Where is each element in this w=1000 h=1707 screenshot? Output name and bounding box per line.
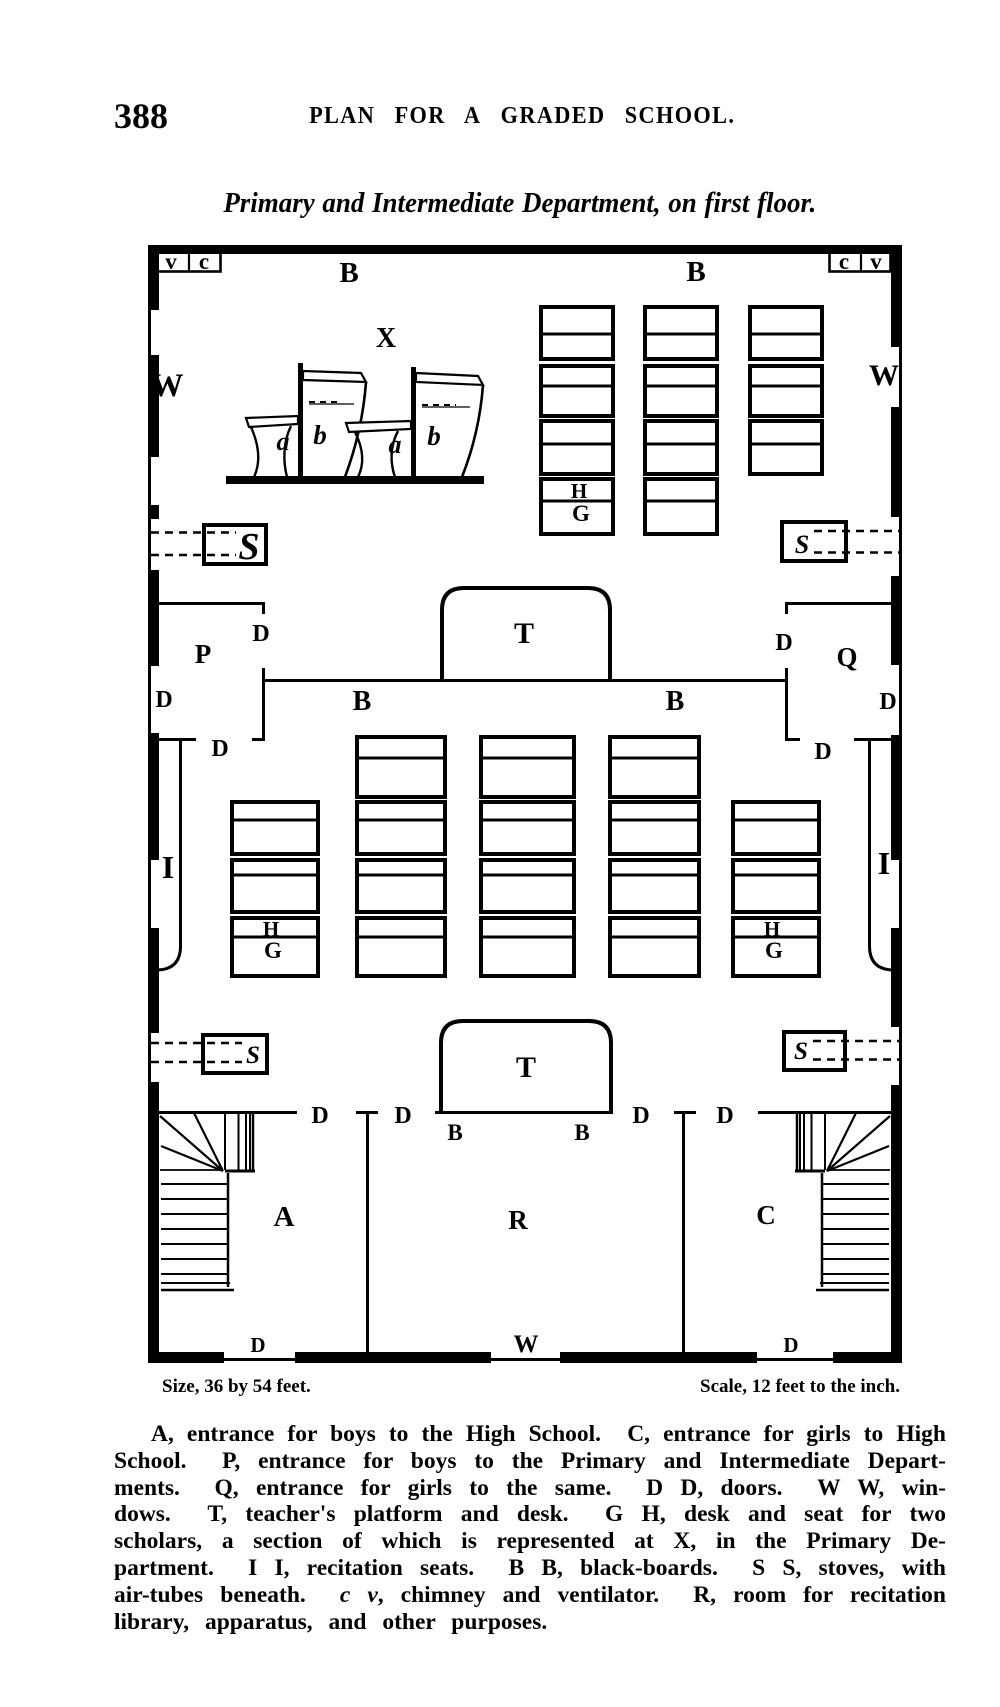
svg-text:D: D (211, 736, 228, 762)
svg-text:T: T (514, 617, 534, 650)
svg-text:C: C (756, 1200, 776, 1230)
svg-text:Q: Q (836, 642, 857, 672)
svg-text:T: T (516, 1051, 536, 1084)
svg-text:W: W (151, 368, 184, 404)
svg-text:I: I (878, 845, 890, 881)
svg-text:B: B (339, 257, 358, 289)
svg-text:I: I (162, 849, 174, 885)
svg-text:v: v (870, 249, 882, 274)
svg-text:c: c (199, 249, 209, 274)
svg-text:D: D (879, 689, 896, 715)
svg-text:B: B (447, 1120, 462, 1145)
svg-text:D: D (775, 630, 792, 656)
svg-text:G: G (765, 938, 783, 963)
svg-text:c: c (839, 249, 849, 274)
svg-text:H: H (571, 479, 587, 503)
svg-text:D: D (155, 687, 172, 713)
svg-text:P: P (195, 639, 212, 669)
svg-text:B: B (666, 686, 685, 717)
svg-text:S: S (246, 1042, 260, 1069)
svg-text:Size, 36 by 54 feet.: Size, 36 by 54 feet. (162, 1376, 311, 1397)
svg-text:R: R (508, 1205, 528, 1235)
svg-text:D: D (394, 1103, 411, 1129)
svg-text:S: S (238, 526, 259, 568)
svg-text:W: W (514, 1331, 539, 1358)
svg-text:D: D (783, 1333, 798, 1357)
svg-text:D: D (250, 1333, 265, 1357)
svg-text:B: B (353, 686, 372, 717)
svg-text:a: a (389, 430, 402, 459)
svg-text:b: b (427, 421, 441, 451)
svg-text:B: B (574, 1120, 589, 1145)
svg-text:D: D (814, 739, 831, 765)
svg-text:W: W (869, 359, 899, 392)
svg-text:v: v (165, 249, 177, 274)
svg-text:D: D (632, 1103, 649, 1129)
svg-text:A: A (274, 1201, 295, 1233)
svg-text:G: G (572, 501, 590, 526)
svg-text:S: S (795, 530, 809, 559)
svg-text:D: D (311, 1103, 328, 1129)
svg-text:X: X (376, 323, 396, 354)
svg-text:b: b (313, 420, 327, 450)
svg-text:D: D (252, 621, 269, 647)
svg-text:D: D (716, 1103, 733, 1129)
svg-text:S: S (794, 1038, 808, 1065)
svg-text:G: G (264, 938, 282, 963)
svg-text:a: a (277, 427, 290, 456)
svg-text:H: H (764, 917, 780, 941)
svg-text:B: B (686, 256, 705, 288)
svg-text:Scale, 12 feet to the inch.: Scale, 12 feet to the inch. (700, 1376, 900, 1397)
svg-text:H: H (263, 917, 279, 941)
